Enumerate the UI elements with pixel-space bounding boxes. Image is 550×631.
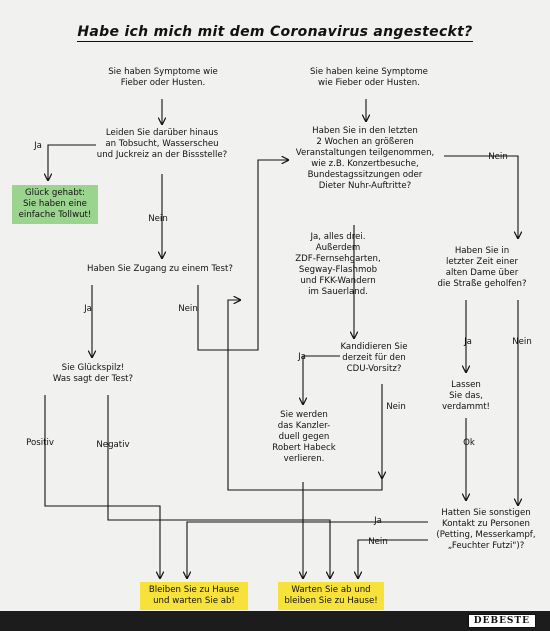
edge-label-nein: Nein: [512, 337, 532, 347]
node-events-yes: Ja, alles drei. Außerdem ZDF-Fernsehgart…: [295, 232, 381, 297]
edge-label-nein: Nein: [178, 304, 198, 314]
node-lucky-test: Sie Glückspilz! Was sagt der Test?: [52, 363, 134, 384]
node-stay-home: Bleiben Sie zu Hause und warten Sie ab!: [140, 582, 248, 610]
node-stop-it: Lassen Sie das, verdammt!: [441, 380, 491, 412]
edge-label-ok: Ok: [463, 438, 475, 448]
flowchart-arrows: [0, 99, 550, 611]
node-symptoms-no: Sie haben keine Symptome wie Fieber oder…: [310, 67, 428, 88]
edge-label-positiv: Positiv: [26, 438, 54, 448]
brand-logo: DEBESTE: [467, 614, 536, 628]
page-title: Habe ich mich mit dem Coronavirus angest…: [77, 24, 473, 42]
edge-label-ja: Ja: [34, 141, 42, 151]
edge-label-ja: Ja: [464, 337, 472, 347]
footer-bar: [0, 611, 550, 631]
edge-label-ja: Ja: [84, 304, 92, 314]
node-rabies-question: Leiden Sie darüber hinaus an Tobsucht, W…: [96, 128, 228, 160]
edge-label-nein: Nein: [386, 402, 406, 412]
edge-label-nein: Nein: [148, 214, 168, 224]
edge-label-ja: Ja: [374, 516, 382, 526]
node-lucky-result: Glück gehabt: Sie haben eine einfache To…: [12, 185, 98, 224]
node-symptoms-yes: Sie haben Symptome wie Fieber oder Huste…: [108, 67, 218, 88]
node-test-question: Haben Sie Zugang zu einem Test?: [87, 264, 233, 274]
edge-label-nein: Nein: [488, 152, 508, 162]
edge-label-negativ: Negativ: [96, 440, 130, 450]
node-old-lady-question: Haben Sie in letzter Zeit einer alten Da…: [437, 246, 527, 289]
edge-label-ja: Ja: [298, 352, 306, 362]
node-duel-loser: Sie werden das Kanzler- duell gegen Robe…: [272, 410, 336, 464]
node-cdu-question: Kandidieren Sie derzeit für den CDU-Vors…: [340, 342, 408, 374]
edge-label-nein: Nein: [368, 537, 388, 547]
node-wait-home: Warten Sie ab und bleiben Sie zu Hause!: [278, 582, 384, 610]
node-contact-question: Hatten Sie sonstigen Kontakt zu Personen…: [436, 508, 536, 551]
node-events-question: Haben Sie in den letzten 2 Wochen an grö…: [295, 126, 435, 191]
